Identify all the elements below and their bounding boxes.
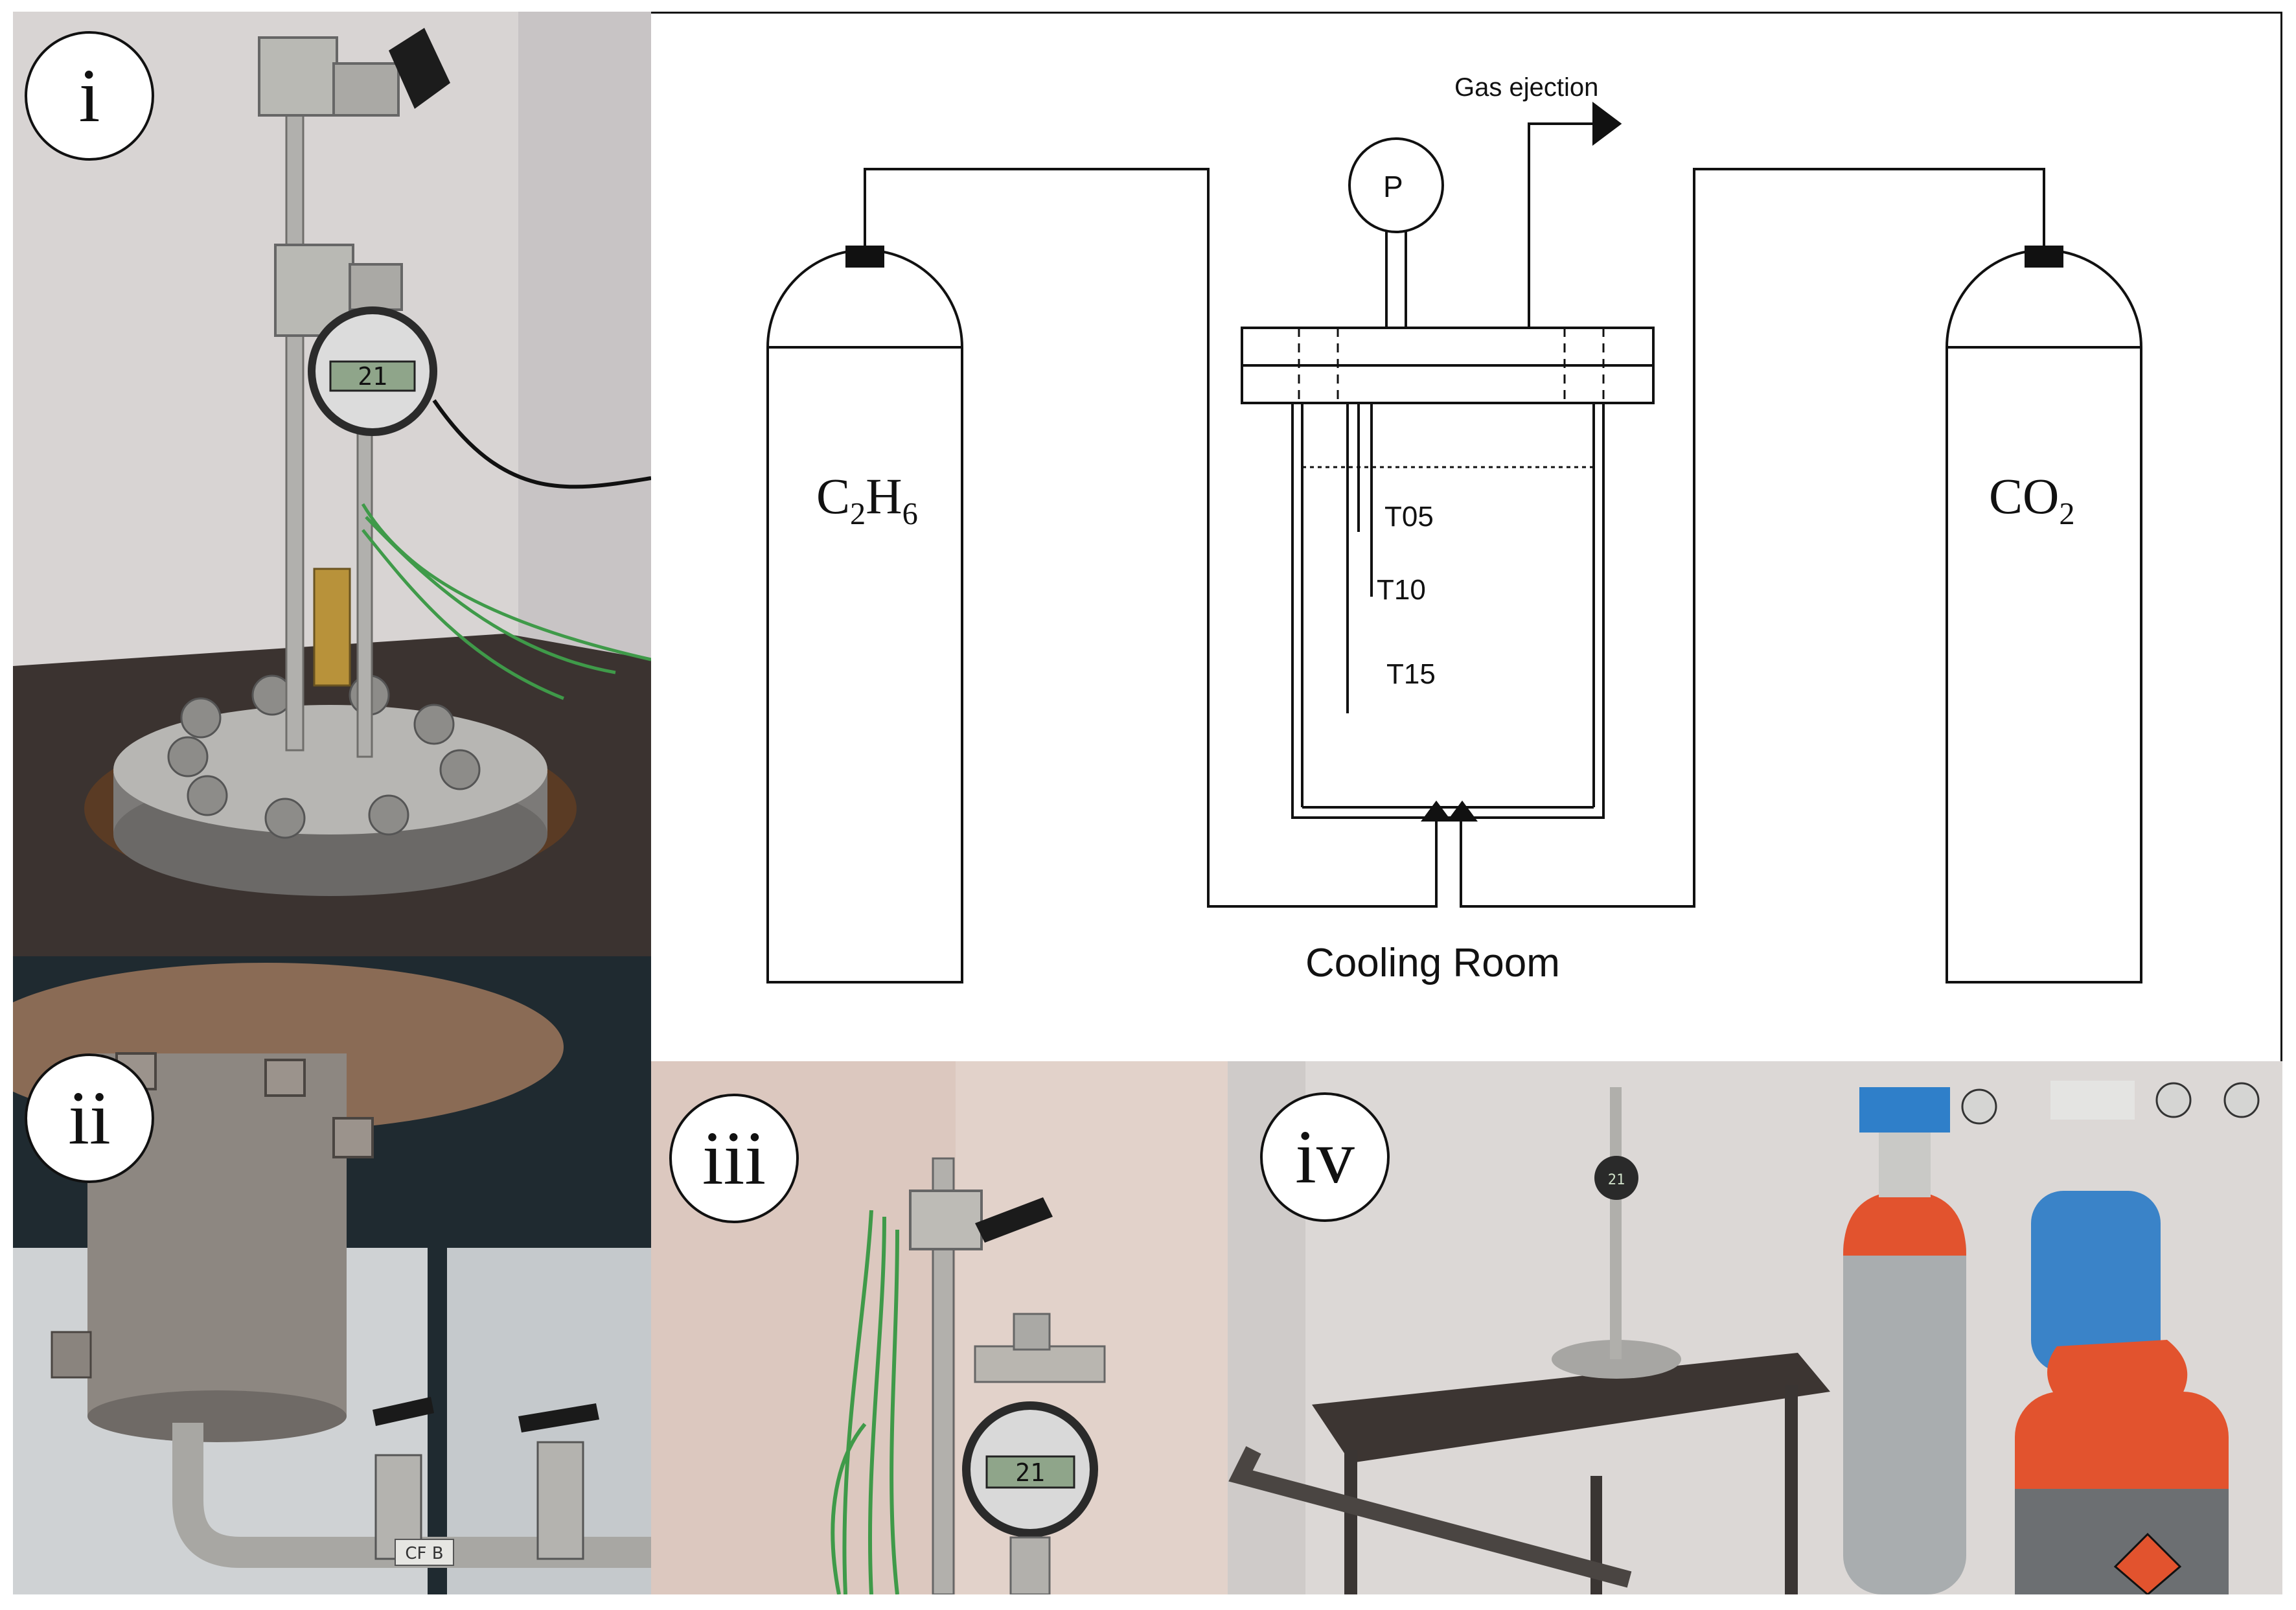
formula-co: CO: [1989, 468, 2060, 524]
right-feed-line: [1460, 168, 2045, 908]
right-cylinder-formula: CO2: [1989, 467, 2075, 532]
reactor-photo: 21: [13, 12, 651, 956]
room-overview-photo: 21: [1228, 1061, 2282, 1594]
gauge-reading: 21: [1608, 1172, 1625, 1188]
panel-badge-iv: iv: [1260, 1092, 1390, 1222]
gauge-reading: 21: [1015, 1458, 1045, 1487]
schematic-diagram: Gas ejection P C2H6 CO2 T05 T10 T15 Cool…: [651, 12, 2282, 1061]
left-cylinder-valve: [845, 246, 884, 268]
formula-sub-6: 6: [902, 496, 918, 531]
photo-panel-iii: 21 iii: [651, 1061, 1228, 1594]
thermocouple-label-t15: T15: [1386, 658, 1436, 690]
pressure-gauge-label: P: [1383, 170, 1403, 203]
right-cylinder-valve: [2025, 246, 2063, 268]
panel-badge-i: i: [25, 31, 154, 161]
formula-h: H: [866, 468, 902, 524]
cooling-room-label: Cooling Room: [1305, 941, 1560, 985]
left-feed-line: [864, 168, 1438, 908]
gauge-reading: 21: [358, 362, 387, 391]
reactor-flange-bottom: [1241, 364, 1655, 404]
photo-panel-ii: CF B ii: [13, 956, 651, 1594]
formula-c: C: [816, 468, 851, 524]
photo-panel-iv: 21 iv: [1228, 1061, 2282, 1594]
right-gas-cylinder: [1946, 249, 2142, 983]
thermocouple-label-t10: T10: [1377, 574, 1426, 606]
formula-sub-2: 2: [2059, 496, 2075, 531]
reactor-vessel: [1291, 402, 1605, 819]
left-cylinder-formula: C2H6: [816, 467, 918, 532]
schematic-lines: [766, 102, 2142, 983]
photo-panel-i: 21 i: [13, 12, 651, 956]
panel-badge-iii: iii: [669, 1094, 799, 1223]
gas-ejection-arrow: [1592, 102, 1622, 146]
reactor-flange-top: [1241, 327, 1655, 367]
gas-ejection-label: Gas ejection: [1454, 73, 1599, 102]
thermocouple-label-t05: T05: [1384, 501, 1434, 533]
left-gas-cylinder: [766, 249, 963, 983]
pressure-gauge: [1348, 137, 1444, 233]
formula-sub-2: 2: [850, 496, 866, 531]
vessel-underside-photo: CF B: [13, 956, 651, 1594]
panel-badge-ii: ii: [25, 1053, 154, 1183]
gauge-detail-photo: 21: [651, 1061, 1228, 1594]
gas-ejection-line: [1528, 122, 1594, 328]
fitting-tag: CF B: [405, 1544, 443, 1563]
